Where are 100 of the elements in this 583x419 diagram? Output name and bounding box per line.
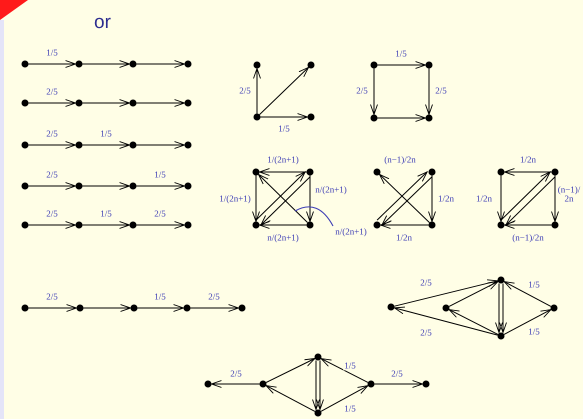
graph-vertex	[308, 62, 314, 68]
edge-label: 2/5	[45, 87, 59, 97]
graph-vertex	[130, 182, 136, 190]
arrow	[320, 358, 368, 383]
graph-vertex	[426, 114, 432, 122]
graph-vertex	[498, 332, 504, 340]
edge-label: 2/5	[45, 170, 59, 180]
graph-vertex	[552, 222, 558, 228]
arrow	[82, 182, 130, 190]
arrow	[28, 99, 76, 107]
arrow	[259, 66, 309, 116]
graph-vertex	[184, 142, 192, 148]
arrow	[136, 99, 185, 107]
arrow	[28, 182, 76, 190]
graph-vertex	[374, 222, 380, 228]
arrow	[136, 182, 185, 190]
edge-label: 2/5	[355, 86, 369, 96]
graph-vertex	[76, 182, 82, 190]
graph-vertex	[76, 142, 82, 148]
edge-label: 1/5	[527, 280, 541, 290]
edge-label: 2/5	[45, 292, 59, 302]
arrow	[266, 385, 316, 412]
graph-vertex	[254, 62, 260, 68]
edge-label: 1/2n	[519, 155, 537, 165]
graph-vertex	[374, 168, 380, 176]
edge-label: (n−1)/2n	[556, 186, 582, 204]
edge-label: 1/5	[153, 170, 167, 180]
graph-vertex	[184, 182, 192, 190]
graph-vertex	[130, 142, 136, 148]
edge-label: 1/5	[153, 292, 167, 302]
arrow	[320, 385, 368, 412]
edge-label: 1/2n	[437, 194, 455, 204]
edge-label: 1/5	[99, 209, 113, 219]
graph-vertex	[184, 100, 192, 106]
arrow	[394, 279, 498, 307]
graph-vertex	[428, 222, 436, 228]
edge-label: 2/5	[390, 369, 404, 379]
edge-label: n/(2n+1)	[314, 185, 348, 195]
graph-vertex	[498, 168, 504, 176]
arrow	[497, 175, 505, 222]
edge-label: 2/5	[45, 129, 59, 139]
edge-label: 1/(2n+1)	[218, 194, 252, 204]
graph-vertex	[306, 168, 314, 176]
arrow	[377, 114, 426, 122]
graph-vertex	[308, 114, 314, 120]
edge-label: (n−1)/2n	[511, 233, 545, 243]
arrow	[377, 61, 426, 69]
arrow	[82, 60, 130, 68]
edge-label: n/(2n+1)	[334, 227, 368, 237]
edge-label: n/(2n+1)	[266, 233, 300, 243]
edge-label: 2/5	[238, 86, 252, 96]
graph-vertex	[260, 380, 266, 388]
arrow	[82, 221, 130, 229]
graph-vertex	[498, 276, 504, 284]
graph-vertex	[76, 100, 82, 106]
arrow	[370, 68, 378, 115]
graph-vertex	[22, 60, 28, 68]
graph-vertex	[76, 304, 84, 312]
edge-label: 2/5	[153, 209, 167, 219]
arrow	[448, 309, 498, 335]
graph-vertex	[130, 222, 136, 228]
graph-vertex	[22, 142, 28, 148]
arrow	[551, 175, 559, 222]
edge-label: 1/5	[394, 49, 408, 59]
edge-label: 2/5	[207, 292, 221, 302]
graph-vertex	[130, 304, 138, 312]
graph-vertex	[368, 380, 374, 388]
graph-vertex	[422, 380, 430, 388]
arrow	[28, 221, 76, 229]
graph-vertex	[370, 62, 378, 68]
graph-vertex	[426, 62, 432, 68]
arrow	[504, 168, 552, 176]
edge-label: 2/5	[229, 369, 243, 379]
arrow	[312, 360, 320, 410]
arrow	[137, 304, 184, 312]
graph-vertex	[442, 304, 450, 312]
graph-vertex	[388, 304, 394, 310]
graph-vertex	[252, 168, 260, 176]
graph-vertex	[22, 304, 28, 312]
edge-label: 1/2n	[395, 233, 413, 243]
arrow	[425, 68, 433, 115]
graph-vertex	[22, 182, 28, 190]
graph-vertex	[130, 60, 136, 68]
graph-vertex	[22, 222, 28, 228]
graph-vertex	[254, 114, 260, 120]
arrow	[499, 283, 507, 333]
arrow	[374, 380, 423, 388]
graph-vertex	[76, 60, 82, 68]
edge-label: (n−1)/2n	[383, 155, 417, 165]
arrow	[495, 283, 503, 333]
graph-vertex	[428, 168, 436, 176]
arrow	[211, 380, 260, 388]
arrow	[190, 304, 239, 312]
graph-vertex	[550, 304, 558, 312]
edge-label: 1/5	[343, 361, 357, 371]
arrow	[136, 221, 185, 229]
arrow	[253, 68, 261, 114]
arrow	[136, 141, 185, 149]
edge-label: 2/5	[45, 209, 59, 219]
graph-vertex	[238, 304, 246, 312]
